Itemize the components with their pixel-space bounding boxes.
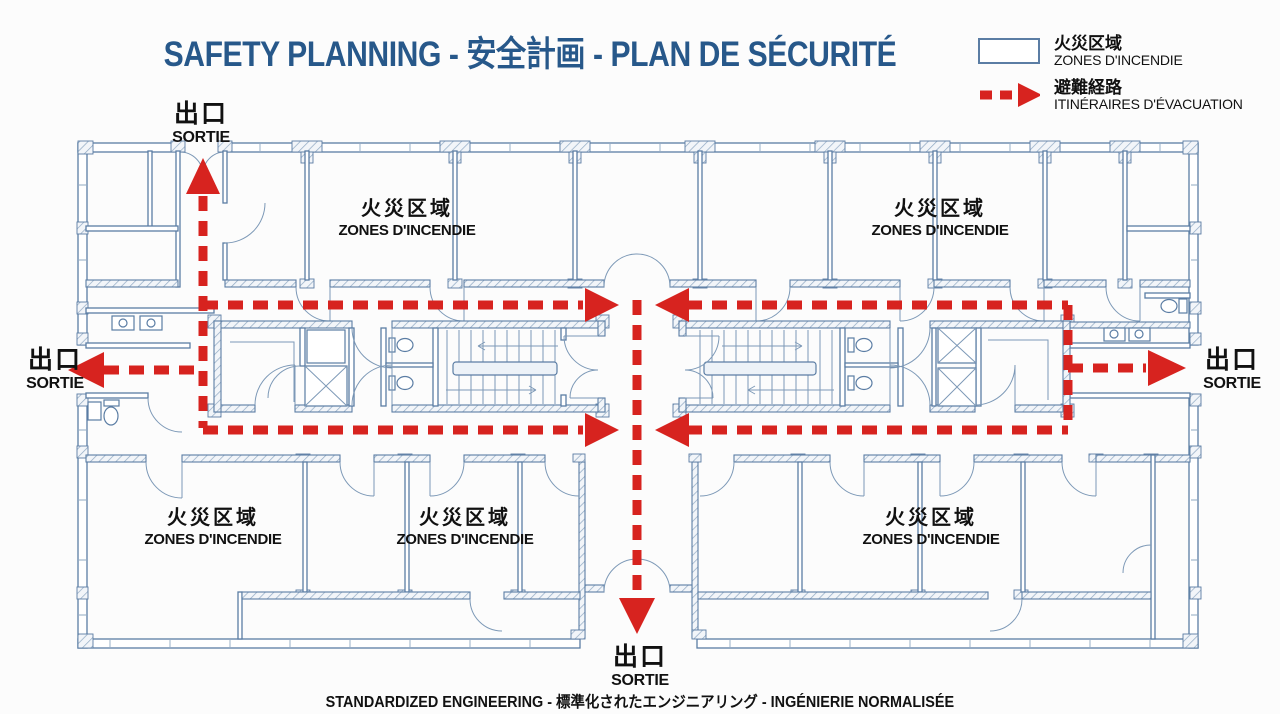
zone-latin: ZONES D'INCENDIE [871, 222, 1009, 239]
exit-label-top: 出口 SORTIE [172, 102, 230, 146]
legend-item-text: 火災区域 ZONES D'INCENDIE [1054, 34, 1183, 69]
legend-evac-jp: 避難経路 [1054, 78, 1122, 97]
exit-jp: 出口 [173, 100, 229, 128]
left-service-rooms [85, 307, 215, 433]
legend-fire-zone-jp: 火災区域 [1054, 34, 1122, 53]
legend-item-fire-zone: 火災区域 ZONES D'INCENDIE [978, 34, 1183, 69]
exit-label-bottom: 出口 SORTIE [611, 645, 669, 689]
footer-text: STANDARDIZED ENGINEERING - 標準化されたエンジニアリン… [325, 694, 955, 711]
exit-jp: 出口 [27, 346, 83, 374]
zone-jp: 火災区域 [419, 507, 511, 529]
zone-latin: ZONES D'INCENDIE [396, 531, 534, 548]
toilet-icon [87, 399, 120, 426]
core-right [678, 320, 1071, 413]
evac-arrow-lower-left [585, 413, 619, 447]
toilet-icon [1160, 298, 1188, 314]
evac-arrow-right-exit [1148, 350, 1186, 386]
toilet-icon [847, 337, 873, 391]
exit-latin: SORTIE [172, 129, 230, 146]
top-rooms [85, 150, 1191, 322]
wall-piers [76, 140, 1202, 649]
footer: STANDARDIZED ENGINEERING - 標準化されたエンジニアリン… [0, 690, 1280, 712]
stairs-icon [699, 330, 834, 404]
fire-zone-label-bottom-left: 火災区域 ZONES D'INCENDIE [144, 508, 281, 547]
legend-item-evac-route: 避難経路 ITINÉRAIRES D'ÉVACUATION [978, 78, 1243, 113]
zone-latin: ZONES D'INCENDIE [862, 531, 1000, 548]
evacuation-arrow-icon [980, 83, 1040, 107]
page-title-text: SAFETY PLANNING - 安全計画 - PLAN DE SÉCURIT… [163, 35, 897, 74]
exit-latin: SORTIE [26, 375, 84, 392]
evac-arrow-down [619, 598, 655, 634]
evac-arrow-lower-right [655, 413, 689, 447]
exit-label-right: 出口 SORTIE [1203, 348, 1261, 392]
fire-zone-label-bottom-middle: 火災区域 ZONES D'INCENDIE [396, 508, 533, 547]
bottom-rooms [85, 454, 1191, 640]
sink-icon [1103, 327, 1151, 342]
elevator-icon [304, 329, 348, 407]
zone-latin: ZONES D'INCENDIE [338, 222, 476, 239]
evac-arrow-upper-right [655, 288, 689, 322]
zone-latin: ZONES D'INCENDIE [144, 531, 282, 548]
sink-icon [111, 315, 163, 331]
exit-latin: SORTIE [611, 672, 669, 689]
exterior-walls [77, 142, 1199, 649]
zone-jp: 火災区域 [894, 198, 986, 220]
fire-zone-label-bottom-right: 火災区域 ZONES D'INCENDIE [862, 508, 999, 547]
zone-jp: 火災区域 [361, 198, 453, 220]
evac-arrow-left-exit [68, 352, 104, 388]
core-left [213, 320, 606, 413]
zone-jp: 火災区域 [885, 507, 977, 529]
legend-evac-latin: ITINÉRAIRES D'ÉVACUATION [1054, 96, 1243, 113]
fire-zone-swatch-icon [978, 38, 1040, 64]
fire-zone-label-top-left: 火災区域 ZONES D'INCENDIE [338, 199, 475, 238]
evac-arrow-up [186, 158, 220, 194]
legend-fire-zone-latin: ZONES D'INCENDIE [1054, 52, 1183, 69]
elevator-icon [937, 327, 977, 407]
page-title: SAFETY PLANNING - 安全計画 - PLAN DE SÉCURIT… [80, 26, 980, 77]
exit-jp: 出口 [1204, 346, 1260, 374]
fire-zone-label-top-right: 火災区域 ZONES D'INCENDIE [871, 199, 1008, 238]
evac-arrow-upper-left [585, 288, 619, 322]
zone-jp: 火災区域 [167, 507, 259, 529]
right-service-rooms [1067, 292, 1191, 399]
exit-label-left: 出口 SORTIE [26, 348, 84, 392]
legend-item-text: 避難経路 ITINÉRAIRES D'ÉVACUATION [1054, 78, 1243, 113]
exit-latin: SORTIE [1203, 375, 1261, 392]
evacuation-routes [68, 158, 1186, 634]
stairs-icon [446, 330, 558, 404]
exit-jp: 出口 [612, 643, 668, 671]
